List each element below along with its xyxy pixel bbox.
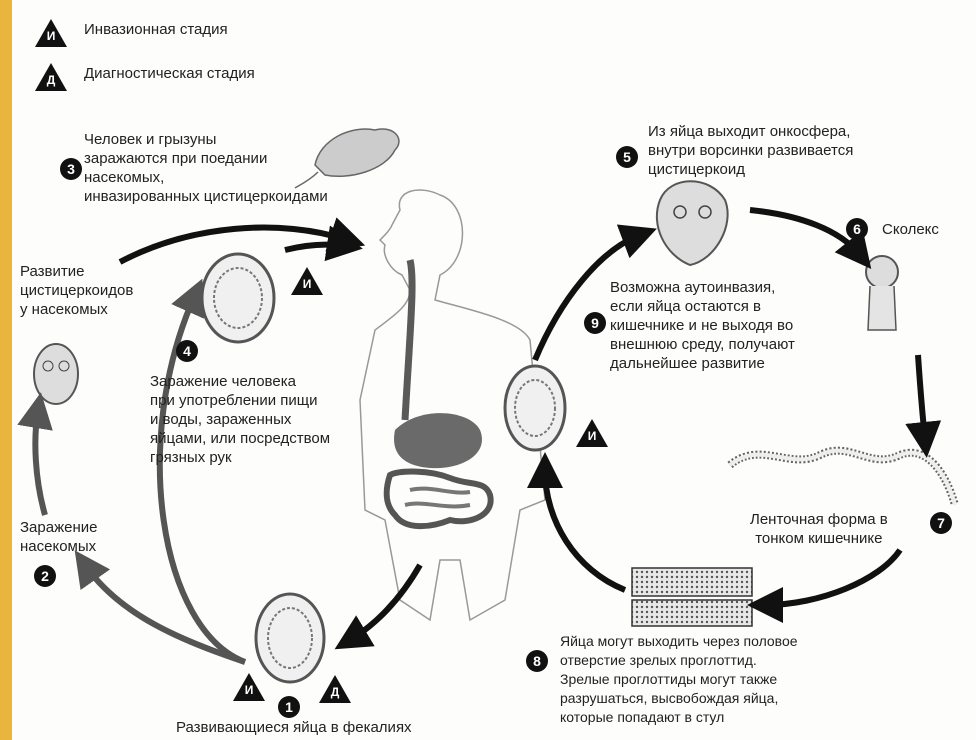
step-9-number: 9 — [584, 312, 606, 334]
stage1-invasive-icon: И — [232, 672, 266, 702]
step-4-number: 4 — [176, 340, 198, 362]
step-5-number: 5 — [616, 146, 638, 168]
step-1-number: 1 — [278, 696, 300, 718]
step-6-text: Сколекс — [882, 220, 939, 239]
oncosphere-illustration — [657, 181, 728, 265]
step-2-number: 2 — [34, 565, 56, 587]
scolex-illustration — [866, 256, 898, 330]
step-3-text: Человек и грызуны заражаются при поедани… — [84, 130, 328, 206]
cysticercoid-development-label: Развитие цистицеркоидов у насекомых — [20, 262, 133, 319]
stage9-invasive-icon: И — [575, 418, 609, 448]
legend-diagnostic-icon: Д — [34, 62, 68, 92]
egg-stage-1 — [256, 594, 324, 682]
tapeworm-illustration — [730, 451, 955, 505]
stage4-invasive-icon: И — [290, 266, 324, 296]
stage1-diagnostic-icon: Д — [318, 674, 352, 704]
egg-stage-4 — [202, 254, 274, 342]
proglottids-illustration — [632, 568, 752, 626]
step-7-text: Ленточная форма в тонком кишечнике — [750, 510, 888, 548]
step-1-text: Развивающиеся яйца в фекалиях — [176, 718, 412, 737]
legend-invasive-icon: И — [34, 18, 68, 48]
step-3-number: 3 — [60, 158, 82, 180]
step-9-text: Возможна аутоинвазия, если яйца остаются… — [610, 278, 795, 373]
step-4-text: Заражение человека при употреблении пищи… — [150, 372, 330, 467]
step-6-number: 6 — [846, 218, 868, 240]
egg-stage-9 — [505, 366, 565, 450]
step-8-text: Яйца могут выходить через половое отверс… — [560, 632, 798, 727]
legend-invasive-label: Инвазионная стадия — [84, 20, 228, 39]
step-2-text: Заражение насекомых — [20, 518, 97, 556]
step-7-number: 7 — [930, 512, 952, 534]
legend-diagnostic-label: Диагностическая стадия — [84, 64, 255, 83]
cysticercoid-illustration — [34, 344, 78, 404]
step-8-number: 8 — [526, 650, 548, 672]
step-5-text: Из яйца выходит онкосфера, внутри ворсин… — [648, 122, 853, 179]
